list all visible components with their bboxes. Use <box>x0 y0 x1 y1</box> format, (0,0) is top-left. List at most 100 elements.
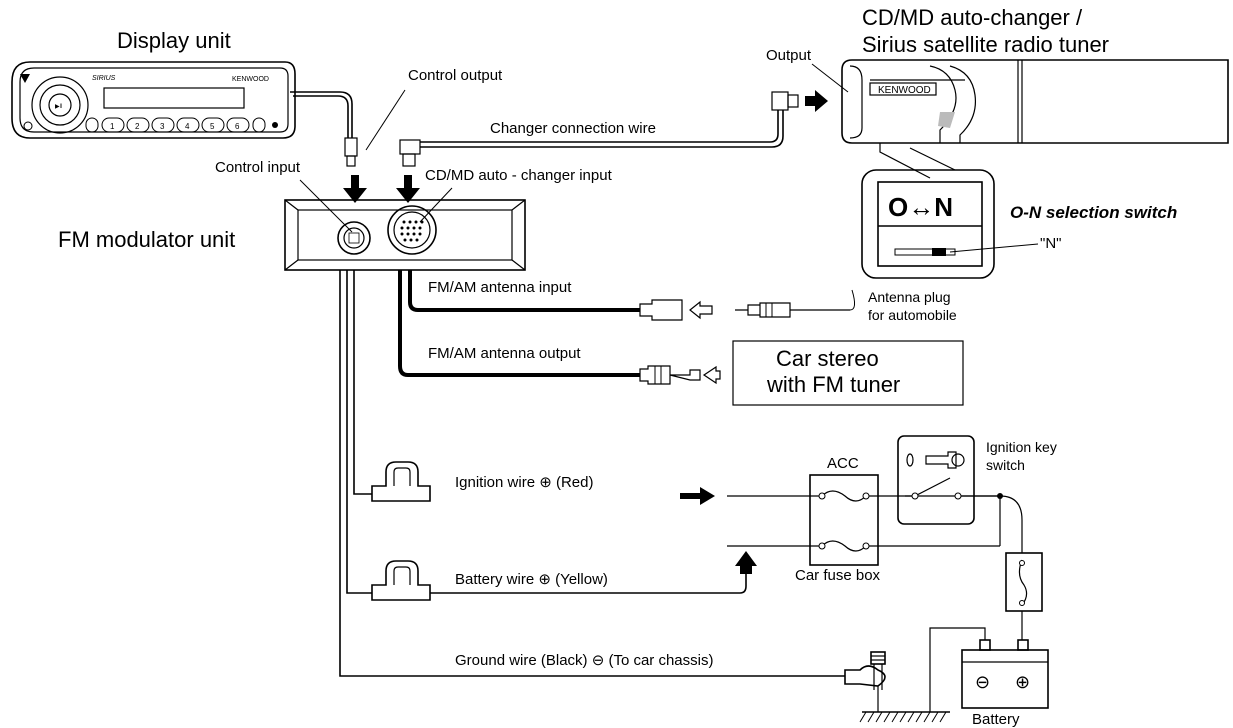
switch-detail-frame <box>861 169 995 279</box>
on-selection-switch-detail: O↔N <box>861 169 995 279</box>
control-output-label: Control output <box>408 67 503 84</box>
changer-title-line1: CD/MD auto-changer / <box>862 5 1083 30</box>
preset-button-4 <box>176 117 200 133</box>
preset-button-3 <box>151 117 175 133</box>
changer-unit: KENWOOD <box>841 59 1229 144</box>
svg-text:2: 2 <box>135 122 140 131</box>
control-input-arrow-icon <box>343 175 367 203</box>
battery-fuse-line <box>727 540 1000 552</box>
display-unit-body <box>11 61 296 139</box>
ignition-key-label-line1: Ignition key <box>986 439 1057 455</box>
battery-wire-label: Battery wire ⊕ (Yellow) <box>455 571 608 588</box>
ignition-wire-label: Ignition wire ⊕ (Red) <box>455 474 593 491</box>
preset-button-1 <box>101 117 125 133</box>
ignition-wire-arrow-icon <box>680 487 715 505</box>
lcd-window <box>103 87 245 109</box>
battery-body <box>961 649 1049 709</box>
battery-ground-lead <box>929 627 986 712</box>
ignition-connector <box>371 461 431 502</box>
sirius-logo: SIRIUS <box>92 75 116 82</box>
n-marker-leader <box>949 243 1039 253</box>
battery-wire <box>430 574 747 594</box>
preset-button-6 <box>226 117 250 133</box>
antenna-input-socket <box>639 299 683 321</box>
antenna-input-arrow-icon <box>689 300 713 320</box>
modulator-body <box>284 199 526 271</box>
svg-text:5: 5 <box>210 122 215 131</box>
ignition-key-label-line2: switch <box>986 457 1025 473</box>
ground-wire-label: Ground wire (Black) ⊖ (To car chassis) <box>455 652 713 669</box>
svg-text:6: 6 <box>235 122 240 131</box>
svg-text:▶‖: ▶‖ <box>55 104 62 110</box>
cdmd-input-leader <box>419 187 453 223</box>
display-unit-bezel <box>19 67 289 133</box>
changer-connection-wire <box>420 110 779 143</box>
preset-button-2 <box>126 117 150 133</box>
control-input-label: Control input <box>215 159 301 176</box>
display-unit: Display unit ▶‖ SIRIUS KENWOOD 1 2 3 4 5 <box>11 28 296 139</box>
battery: ⊖ ⊕ <box>961 639 1049 709</box>
cdmd-input-jack <box>387 205 437 255</box>
antenna-plug-label-line2: for automobile <box>868 307 957 323</box>
switch-callout-leader <box>879 143 931 179</box>
switch-face-label: O↔N <box>888 192 953 222</box>
antenna-input-wire <box>408 270 640 312</box>
ground-wire <box>339 270 845 677</box>
control-input-jack <box>337 221 371 255</box>
antenna-output-arrow-icon <box>702 365 721 385</box>
on-selection-switch-label: O-N selection switch <box>1010 203 1177 222</box>
volume-knob-ring <box>39 84 81 126</box>
svg-text:3: 3 <box>160 122 165 131</box>
changer-body <box>841 59 1229 144</box>
svg-text:1: 1 <box>110 122 115 131</box>
car-stereo-box <box>732 340 964 406</box>
fm-modulator-unit <box>284 199 526 271</box>
n-marker-label: "N" <box>1040 235 1061 252</box>
battery-wire-lead <box>346 270 372 594</box>
acc-label: ACC <box>827 455 859 472</box>
car-fuse-box <box>809 474 879 566</box>
fm-modulator-title: FM modulator unit <box>58 227 235 252</box>
changer-input-arrow-icon <box>396 175 420 203</box>
changer-wire-plug-right <box>771 91 789 111</box>
reset-button <box>23 121 33 131</box>
control-output-leader <box>365 89 406 151</box>
svg-text:4: 4 <box>185 122 190 131</box>
display-control-cable <box>290 91 353 138</box>
battery-minus-terminal: ⊖ <box>975 672 990 692</box>
fmam-antenna-output-label: FM/AM antenna output <box>428 345 581 362</box>
battery-wire-arrow-icon <box>735 551 757 574</box>
switch-panel <box>877 181 983 267</box>
kenwood-logo-changer: KENWOOD <box>878 85 931 96</box>
kenwood-logo-display: KENWOOD <box>232 76 269 83</box>
changer-wire-plug-left <box>399 139 421 155</box>
antenna-plug-label-line1: Antenna plug <box>868 289 951 305</box>
chassis-bolt-icon <box>844 651 886 712</box>
car-stereo-line1: Car stereo <box>776 346 879 371</box>
changer-brand-plate <box>869 82 937 96</box>
preset-buttons: 1 2 3 4 5 6 <box>85 117 278 133</box>
chassis-ground-symbol <box>859 711 950 723</box>
changer-title-line2: Sirius satellite radio tuner <box>862 32 1109 57</box>
changer-connection-wire-label: Changer connection wire <box>490 120 656 137</box>
switch-knob-n-position <box>932 248 946 256</box>
cdmd-input-label: CD/MD auto - changer input <box>425 167 613 184</box>
battery-connector <box>371 560 431 601</box>
antenna-output-wire <box>398 270 640 377</box>
battery-inline-fuse <box>1005 552 1043 612</box>
control-input-leader <box>299 179 353 233</box>
ignition-key-switch-box <box>897 435 975 525</box>
control-output-plug <box>344 137 358 157</box>
car-stereo-line2: with FM tuner <box>766 372 900 397</box>
antenna-plug <box>735 302 850 318</box>
battery-label: Battery <box>972 711 1020 728</box>
volume-knob-outer <box>31 76 89 134</box>
car-fuse-box-label: Car fuse box <box>795 567 881 584</box>
ignition-key-icon <box>925 451 957 469</box>
output-label: Output <box>766 47 812 64</box>
antenna-output-plug <box>639 365 671 385</box>
battery-plus-terminal: ⊕ <box>1015 672 1030 692</box>
preset-button-5 <box>201 117 225 133</box>
ignition-wire-lead <box>353 270 372 495</box>
